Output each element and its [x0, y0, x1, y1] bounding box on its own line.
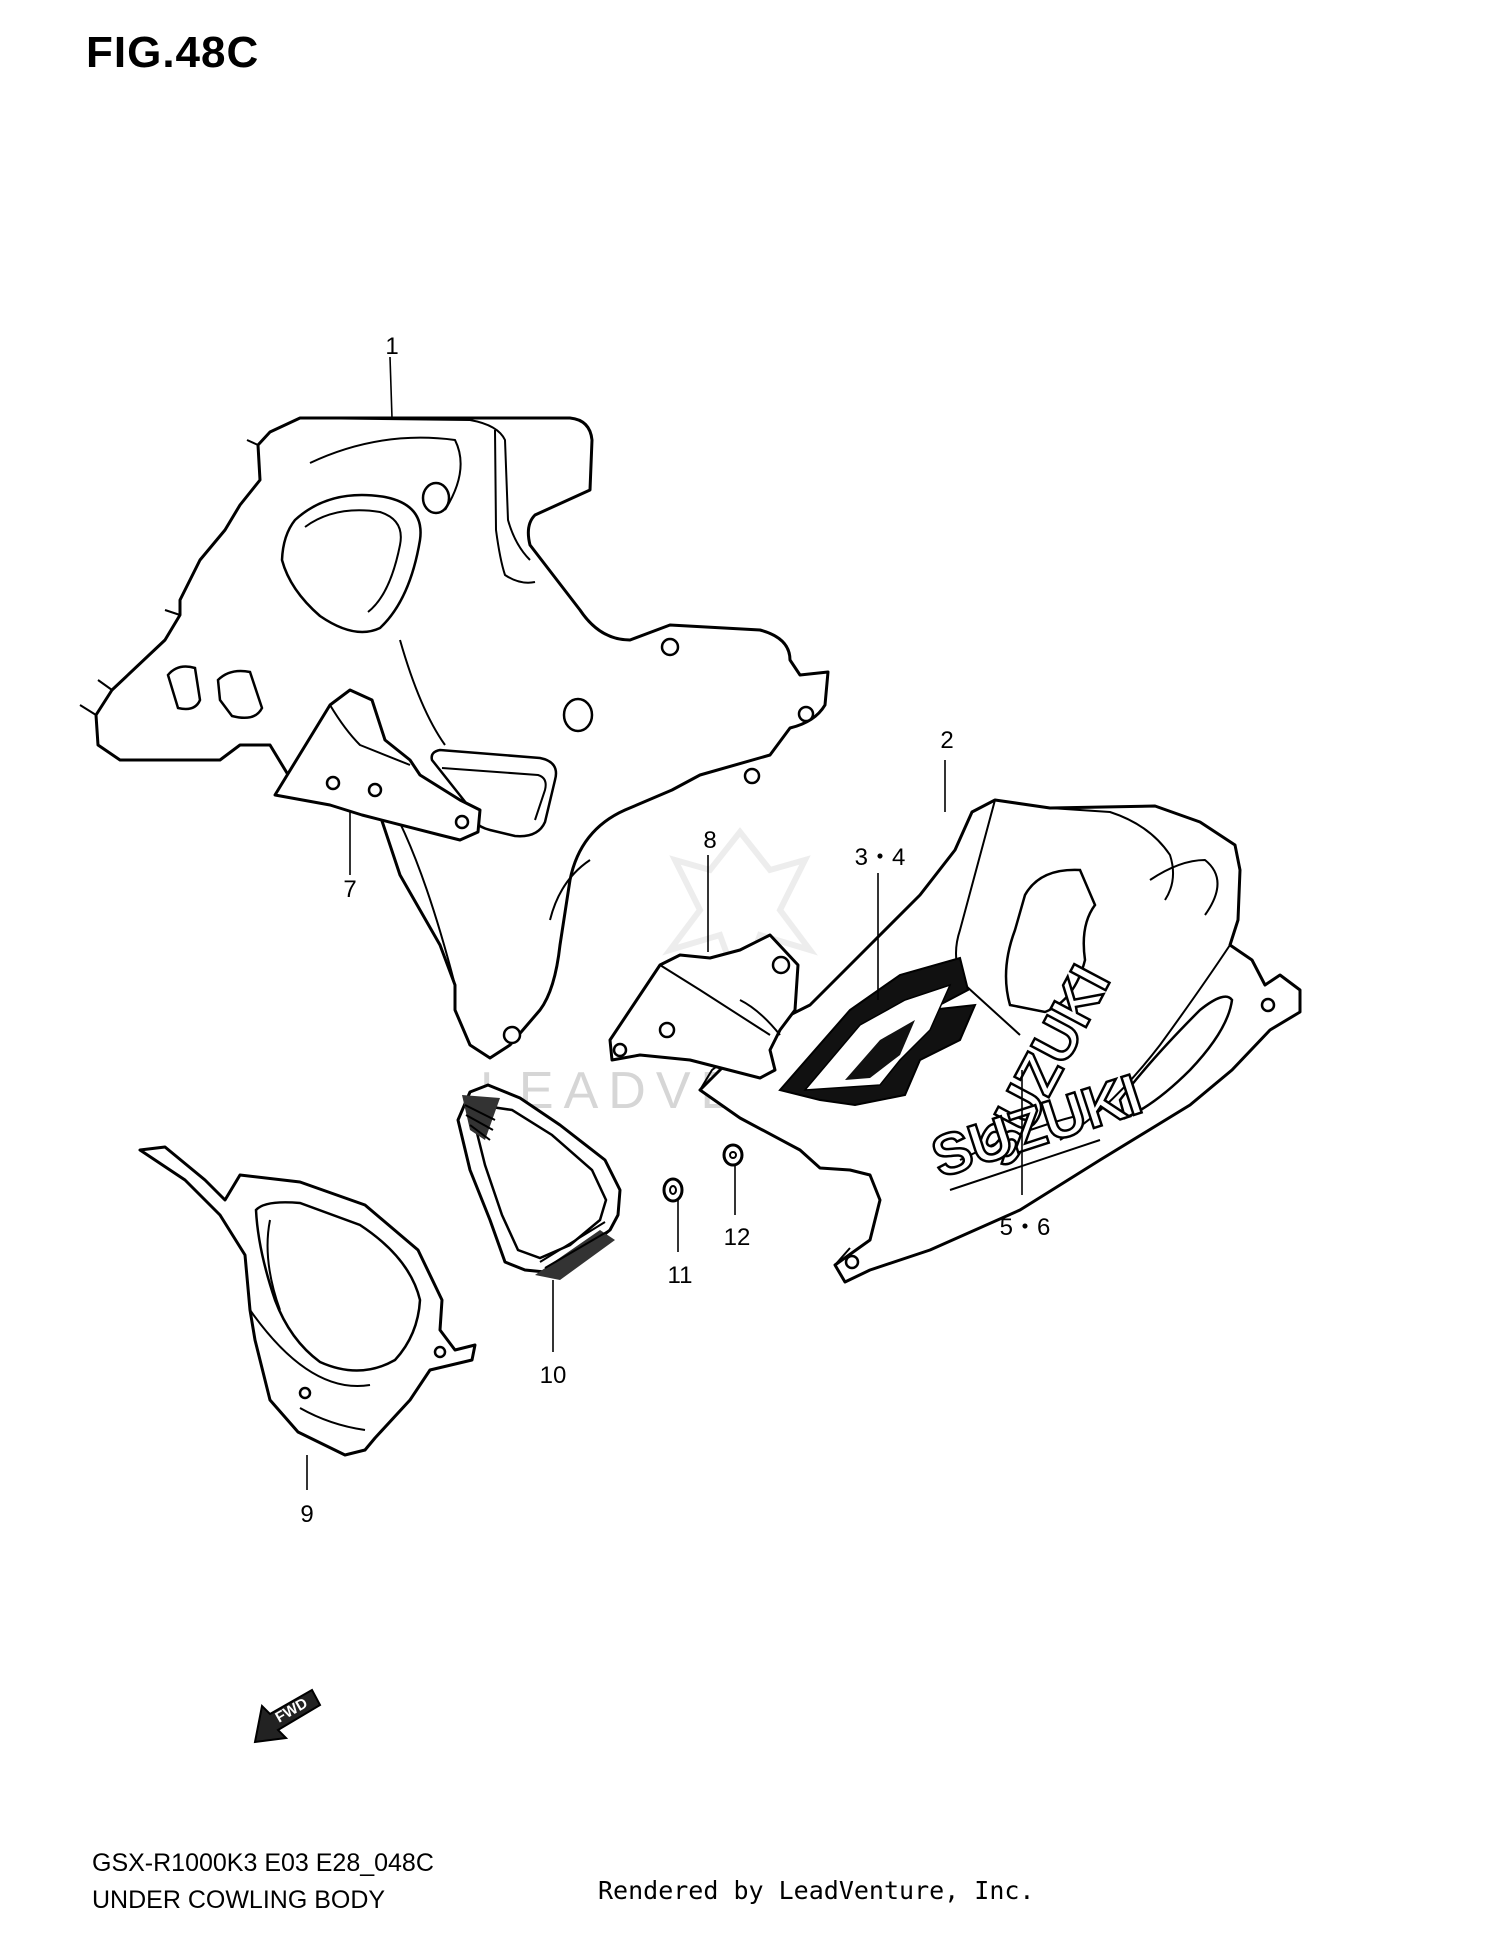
- part-11-washer: [662, 1177, 684, 1203]
- callout-11: 11: [668, 1262, 693, 1289]
- part-8-panel: [608, 933, 800, 1080]
- figure-title: FIG.48C: [86, 28, 260, 77]
- callout-5-6: 5・6: [1000, 1214, 1051, 1241]
- callout-2: 2: [940, 727, 953, 754]
- part-2-lower-cowling: SUZUKI SUZUKI: [698, 798, 1302, 1284]
- part-1-inner-cowling: [79, 416, 830, 1060]
- callout-7: 7: [343, 876, 356, 903]
- leader-1: [389, 356, 393, 419]
- callout-10: 10: [540, 1362, 567, 1389]
- callout-1: 1: [385, 333, 398, 360]
- render-credit: Rendered by LeadVenture, Inc.: [598, 1876, 1035, 1905]
- part-3-4-emblem: [778, 956, 977, 1107]
- fwd-arrow-icon: FWD: [253, 1688, 322, 1744]
- callout-3-4: 3・4: [855, 844, 906, 871]
- part-10-mesh-grille: [456, 1083, 622, 1280]
- part-7-bracket: [273, 688, 482, 842]
- diagram-name: UNDER COWLING BODY: [92, 1886, 386, 1914]
- diagram-code: GSX-R1000K3 E03 E28_048C: [92, 1849, 434, 1877]
- callout-8: 8: [703, 827, 716, 854]
- callout-12: 12: [724, 1224, 751, 1251]
- part-9-duct: [138, 1145, 477, 1457]
- part-12-nut: [722, 1143, 744, 1167]
- callout-9: 9: [300, 1501, 313, 1528]
